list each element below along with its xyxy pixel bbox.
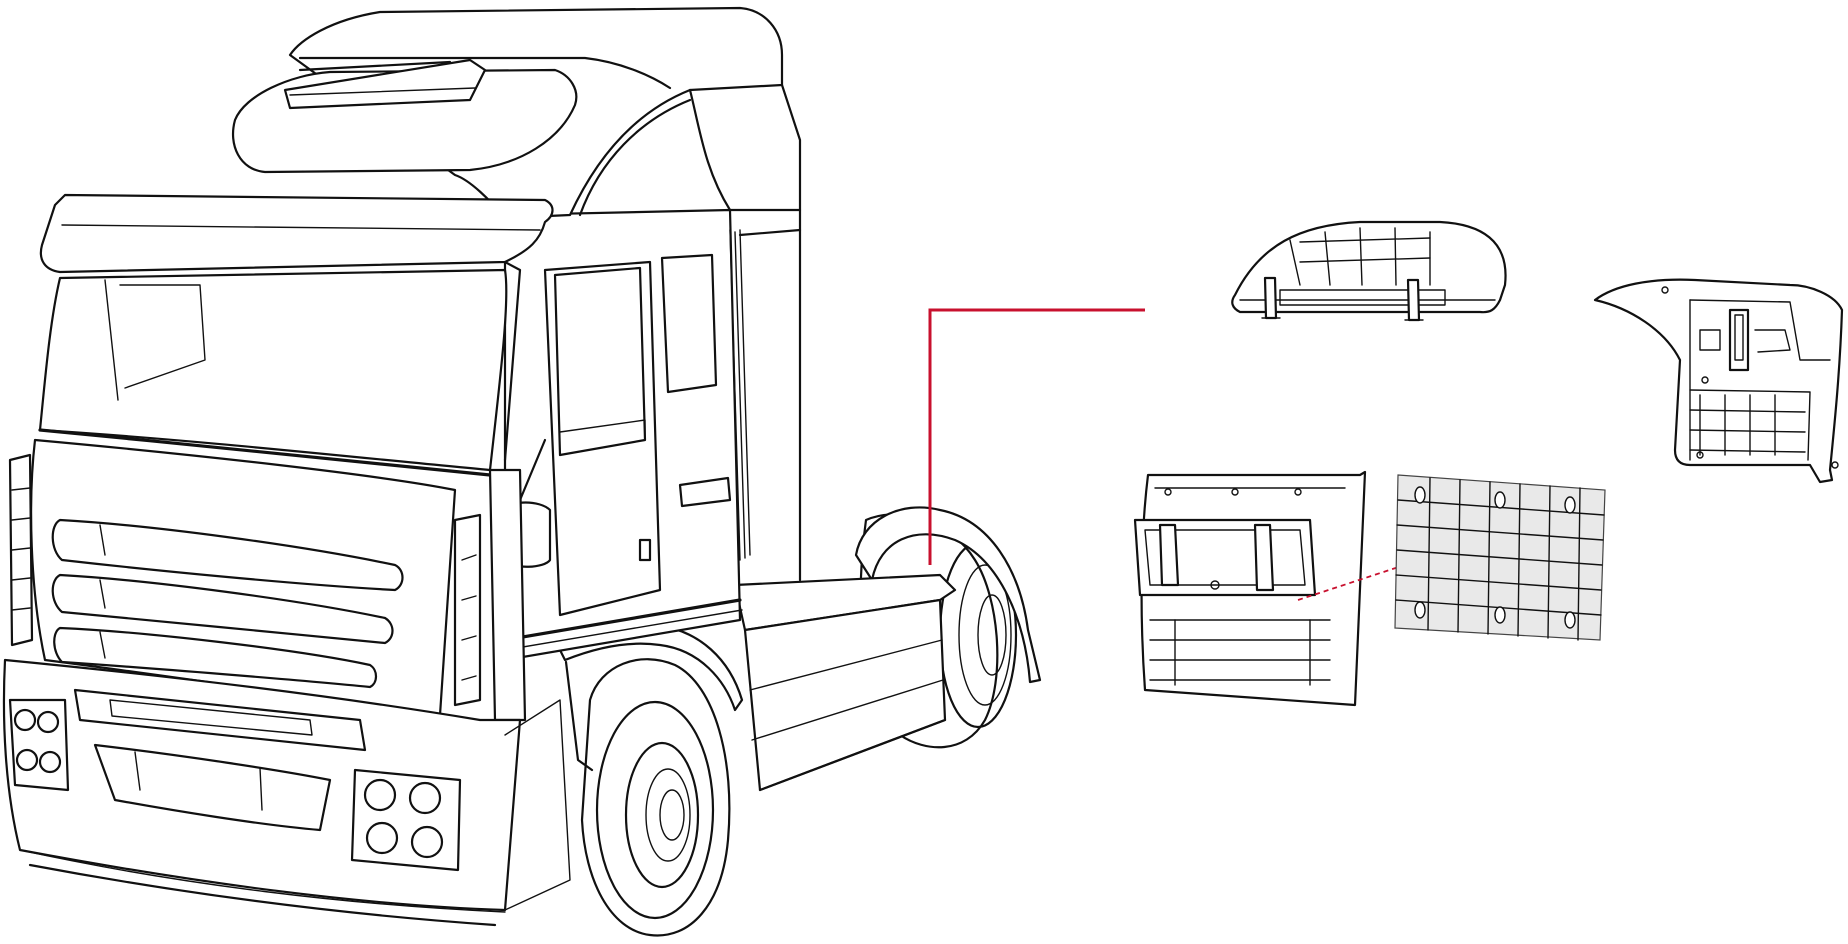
mesh-leader-line — [1297, 559, 1421, 601]
anti-spray-mesh-insert — [1394, 474, 1606, 641]
mudguard-top-section — [1231, 220, 1507, 322]
mudguard-flap-panel — [1133, 470, 1367, 707]
truck-tractor-illustration — [2, 6, 1042, 937]
callout-leader-line — [928, 308, 1145, 565]
front-bumper — [2, 658, 571, 927]
chassis-frame — [733, 573, 957, 792]
front-grille — [8, 438, 457, 717]
front-wheel — [580, 658, 731, 937]
rear-fender — [854, 506, 1042, 684]
cab-roof — [231, 6, 802, 582]
windscreen — [38, 268, 508, 477]
cab-front-pillar — [453, 260, 527, 722]
mudguard-rear-corner-section — [1593, 278, 1844, 484]
cab-side — [503, 208, 751, 662]
sun-visor — [39, 193, 554, 274]
